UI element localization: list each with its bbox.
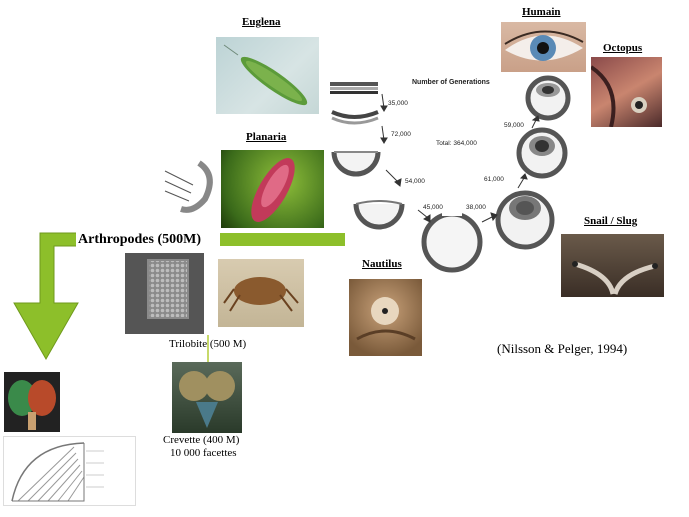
- stage-2-curved-patch: [331, 110, 379, 125]
- snail-image: [561, 234, 664, 297]
- crevette-caption-line1: Crevette (400 M): [163, 434, 240, 446]
- eye-evolution-diagram: [330, 75, 571, 273]
- step-label: 61,000: [484, 176, 504, 183]
- octopus-image: [591, 57, 662, 127]
- label-octopus: Octopus: [603, 42, 643, 54]
- human-eye-image: [501, 22, 586, 72]
- fly-head-image: [4, 372, 60, 432]
- stage-1-flat-patch: [330, 82, 378, 94]
- nautilus-image: [349, 279, 422, 356]
- stage-6-lens: [495, 190, 555, 250]
- diagram-total: Total: 364,000: [436, 140, 477, 147]
- step-label: 45,000: [423, 204, 443, 211]
- label-nautilus: Nautilus: [362, 258, 402, 270]
- arthropod-arrow-bar: [220, 233, 345, 246]
- citation: (Nilsson & Pelger, 1994): [497, 341, 628, 356]
- step-label: 35,000: [388, 100, 408, 107]
- stage-5-pinhole: [421, 210, 483, 273]
- step-label: 72,000: [391, 131, 411, 138]
- planaria-image: [221, 150, 324, 228]
- stage-7-focused-lens: [516, 127, 568, 179]
- step-label: 59,000: [504, 122, 524, 129]
- euglena-image: [216, 37, 319, 114]
- trilobite-image: [218, 259, 304, 327]
- trilobite-caption: Trilobite (500 M): [169, 338, 247, 350]
- compound-eye-sem-image: [125, 253, 204, 334]
- diagram-header: Number of Generations: [412, 79, 490, 86]
- step-label: 54,000: [405, 178, 425, 185]
- stage-4-deep-cup: [353, 200, 405, 230]
- label-planaria: Planaria: [246, 131, 287, 143]
- stage-8-camera-eye: [525, 75, 571, 121]
- label-snail: Snail / Slug: [584, 215, 638, 227]
- arthropod-down-arrow: [13, 232, 84, 361]
- label-euglena: Euglena: [242, 16, 281, 28]
- crevette-caption-line2: 10 000 facettes: [170, 447, 237, 459]
- stage-3-cup: [331, 151, 381, 177]
- planaria-diagram: [159, 155, 221, 217]
- crevette-image: [172, 362, 242, 433]
- progression-arrows: [380, 93, 540, 223]
- step-label: 38,000: [466, 204, 486, 211]
- label-humain: Humain: [522, 6, 561, 18]
- ommatidia-diagram: [3, 436, 136, 506]
- trilobite-connector: [207, 335, 209, 362]
- arthropodes-label: Arthropodes (500M): [76, 232, 204, 248]
